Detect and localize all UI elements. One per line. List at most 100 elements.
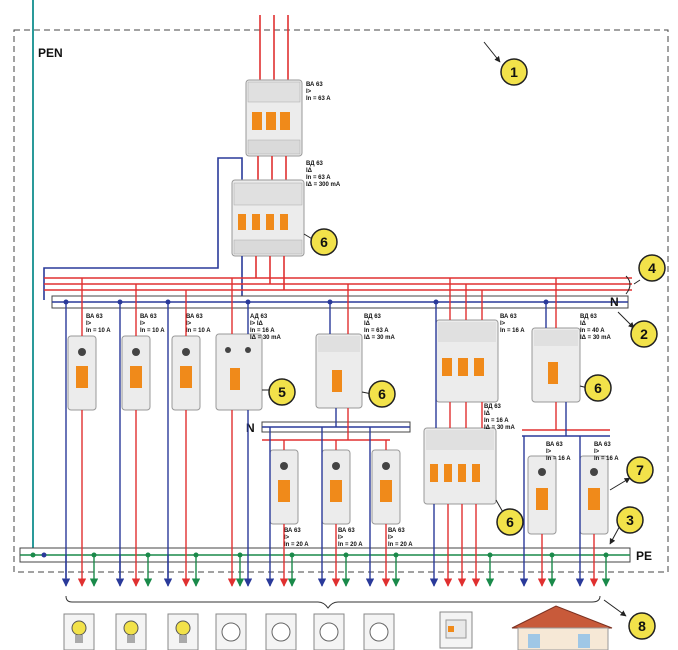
ba3p-label-3: In = 16 A [500, 328, 525, 334]
s3-label-2: I> [388, 535, 394, 541]
r1-label-3: In = 16 A [546, 456, 571, 462]
vd3p-label-1: ВД 63 [484, 404, 502, 410]
main-breaker-label-1: ВА 63 [306, 82, 323, 88]
svg-text:6: 6 [506, 514, 514, 530]
svg-text:2: 2 [640, 326, 648, 342]
main-rcd-label-3: In = 63 A [306, 175, 331, 181]
main-rcd-label-1: ВД 63 [306, 161, 324, 167]
r2-label-1: ВА 63 [594, 442, 611, 448]
callout-5: 5 [262, 378, 296, 406]
s3-label-1: ВА 63 [388, 528, 405, 534]
lamp-icon-1 [63, 613, 95, 650]
lamp-icon-3 [167, 613, 199, 650]
b1-label-1: ВА 63 [86, 314, 103, 320]
svg-text:1: 1 [510, 64, 518, 80]
b2-label-3: In = 10 A [140, 328, 165, 334]
vd3p-label-3: In = 16 A [484, 418, 509, 424]
main-breaker-label-2: I> [306, 89, 312, 95]
vd4-label-3: In = 40 A [580, 328, 605, 334]
callout-7: 7 [609, 456, 654, 491]
vd2-label-3: In = 63 A [364, 328, 389, 334]
breaker-s1 [269, 449, 299, 525]
appliance-icon [439, 611, 473, 649]
vd4-label-4: IΔ = 30 mA [580, 335, 611, 341]
breaker-ba3p [435, 319, 499, 403]
neutral-bus-label: N [610, 295, 619, 309]
callout-4: 4 [625, 254, 666, 295]
vd2-label-2: IΔ [364, 321, 371, 327]
b3-label-2: I> [186, 321, 192, 327]
r1-label-1: ВА 63 [546, 442, 563, 448]
breaker-vd4 [531, 327, 581, 403]
callout-1: 1 [483, 41, 528, 86]
socket-icon-2 [265, 613, 297, 650]
r2-label-2: I> [594, 449, 600, 455]
outgoing-feeders [61, 410, 611, 587]
socket-icon-1 [215, 613, 247, 650]
breaker-vd2 [315, 333, 363, 409]
b2-label-1: ВА 63 [140, 314, 157, 320]
main-rcd-label-2: IΔ [306, 168, 313, 174]
callout-2: 2 [617, 311, 658, 348]
callout-6b: 6 [361, 380, 396, 408]
breaker-b3 [171, 335, 201, 411]
vd2-label-1: ВД 63 [364, 314, 382, 320]
s2-label-2: I> [338, 535, 344, 541]
b3-label-3: In = 10 A [186, 328, 211, 334]
breaker-r2 [579, 455, 609, 535]
callout-8: 8 [603, 599, 656, 640]
breaker-b2 [121, 335, 151, 411]
svg-text:7: 7 [636, 462, 644, 478]
svg-text:6: 6 [320, 234, 328, 250]
main-breaker-label-3: In = 63 A [306, 96, 331, 102]
lamp-icon-2 [115, 613, 147, 650]
pe-bus-label: PE [636, 549, 652, 563]
breaker-s3 [371, 449, 401, 525]
ad-label-3: In = 16 A [250, 328, 275, 334]
breaker-s2 [321, 449, 351, 525]
b1-label-3: In = 10 A [86, 328, 111, 334]
svg-text:3: 3 [626, 512, 634, 528]
s1-label-1: ВА 63 [284, 528, 301, 534]
breaker-r1 [527, 455, 557, 535]
ad-label-4: IΔ = 30 mA [250, 335, 281, 341]
neutral-feed [43, 157, 243, 300]
enclosure-border [13, 29, 669, 573]
vd4-label-1: ВД 63 [580, 314, 598, 320]
s2-label-3: In = 20 A [338, 542, 363, 548]
s1-label-2: I> [284, 535, 290, 541]
svg-text:4: 4 [648, 260, 656, 276]
vd2-label-4: IΔ = 30 mA [364, 335, 395, 341]
svg-text:6: 6 [378, 386, 386, 402]
vd3p-label-4: IΔ = 30 mA [484, 425, 515, 431]
ba3p-label-1: ВА 63 [500, 314, 517, 320]
s2-label-1: ВА 63 [338, 528, 355, 534]
vd4-label-2: IΔ [580, 321, 587, 327]
r2-label-3: In = 16 A [594, 456, 619, 462]
sub-neutral-label: N [246, 421, 255, 435]
breaker-ad [215, 333, 263, 411]
incoming-phases [259, 15, 289, 88]
ba3p-label-2: I> [500, 321, 506, 327]
svg-text:5: 5 [278, 384, 286, 400]
svg-text:6: 6 [594, 380, 602, 396]
vd3p-label-2: IΔ [484, 411, 491, 417]
callout-6a: 6 [303, 228, 338, 256]
main-rcd-label-4: IΔ = 300 mA [306, 182, 341, 188]
main-rcd [231, 179, 305, 257]
consumer-bracket [65, 595, 601, 609]
callout-3: 3 [609, 506, 644, 545]
callout-6c: 6 [579, 374, 612, 402]
callout-6d: 6 [495, 499, 524, 536]
phase-busbars [44, 277, 632, 291]
pen-label: PEN [38, 46, 63, 60]
socket-icon-3 [313, 613, 345, 650]
b1-label-2: I> [86, 321, 92, 327]
svg-text:8: 8 [638, 618, 646, 634]
breaker-b1 [67, 335, 97, 411]
ad-label-2: I> IΔ [250, 321, 264, 327]
r1-label-2: I> [546, 449, 552, 455]
s3-label-3: In = 20 A [388, 542, 413, 548]
b2-label-2: I> [140, 321, 146, 327]
